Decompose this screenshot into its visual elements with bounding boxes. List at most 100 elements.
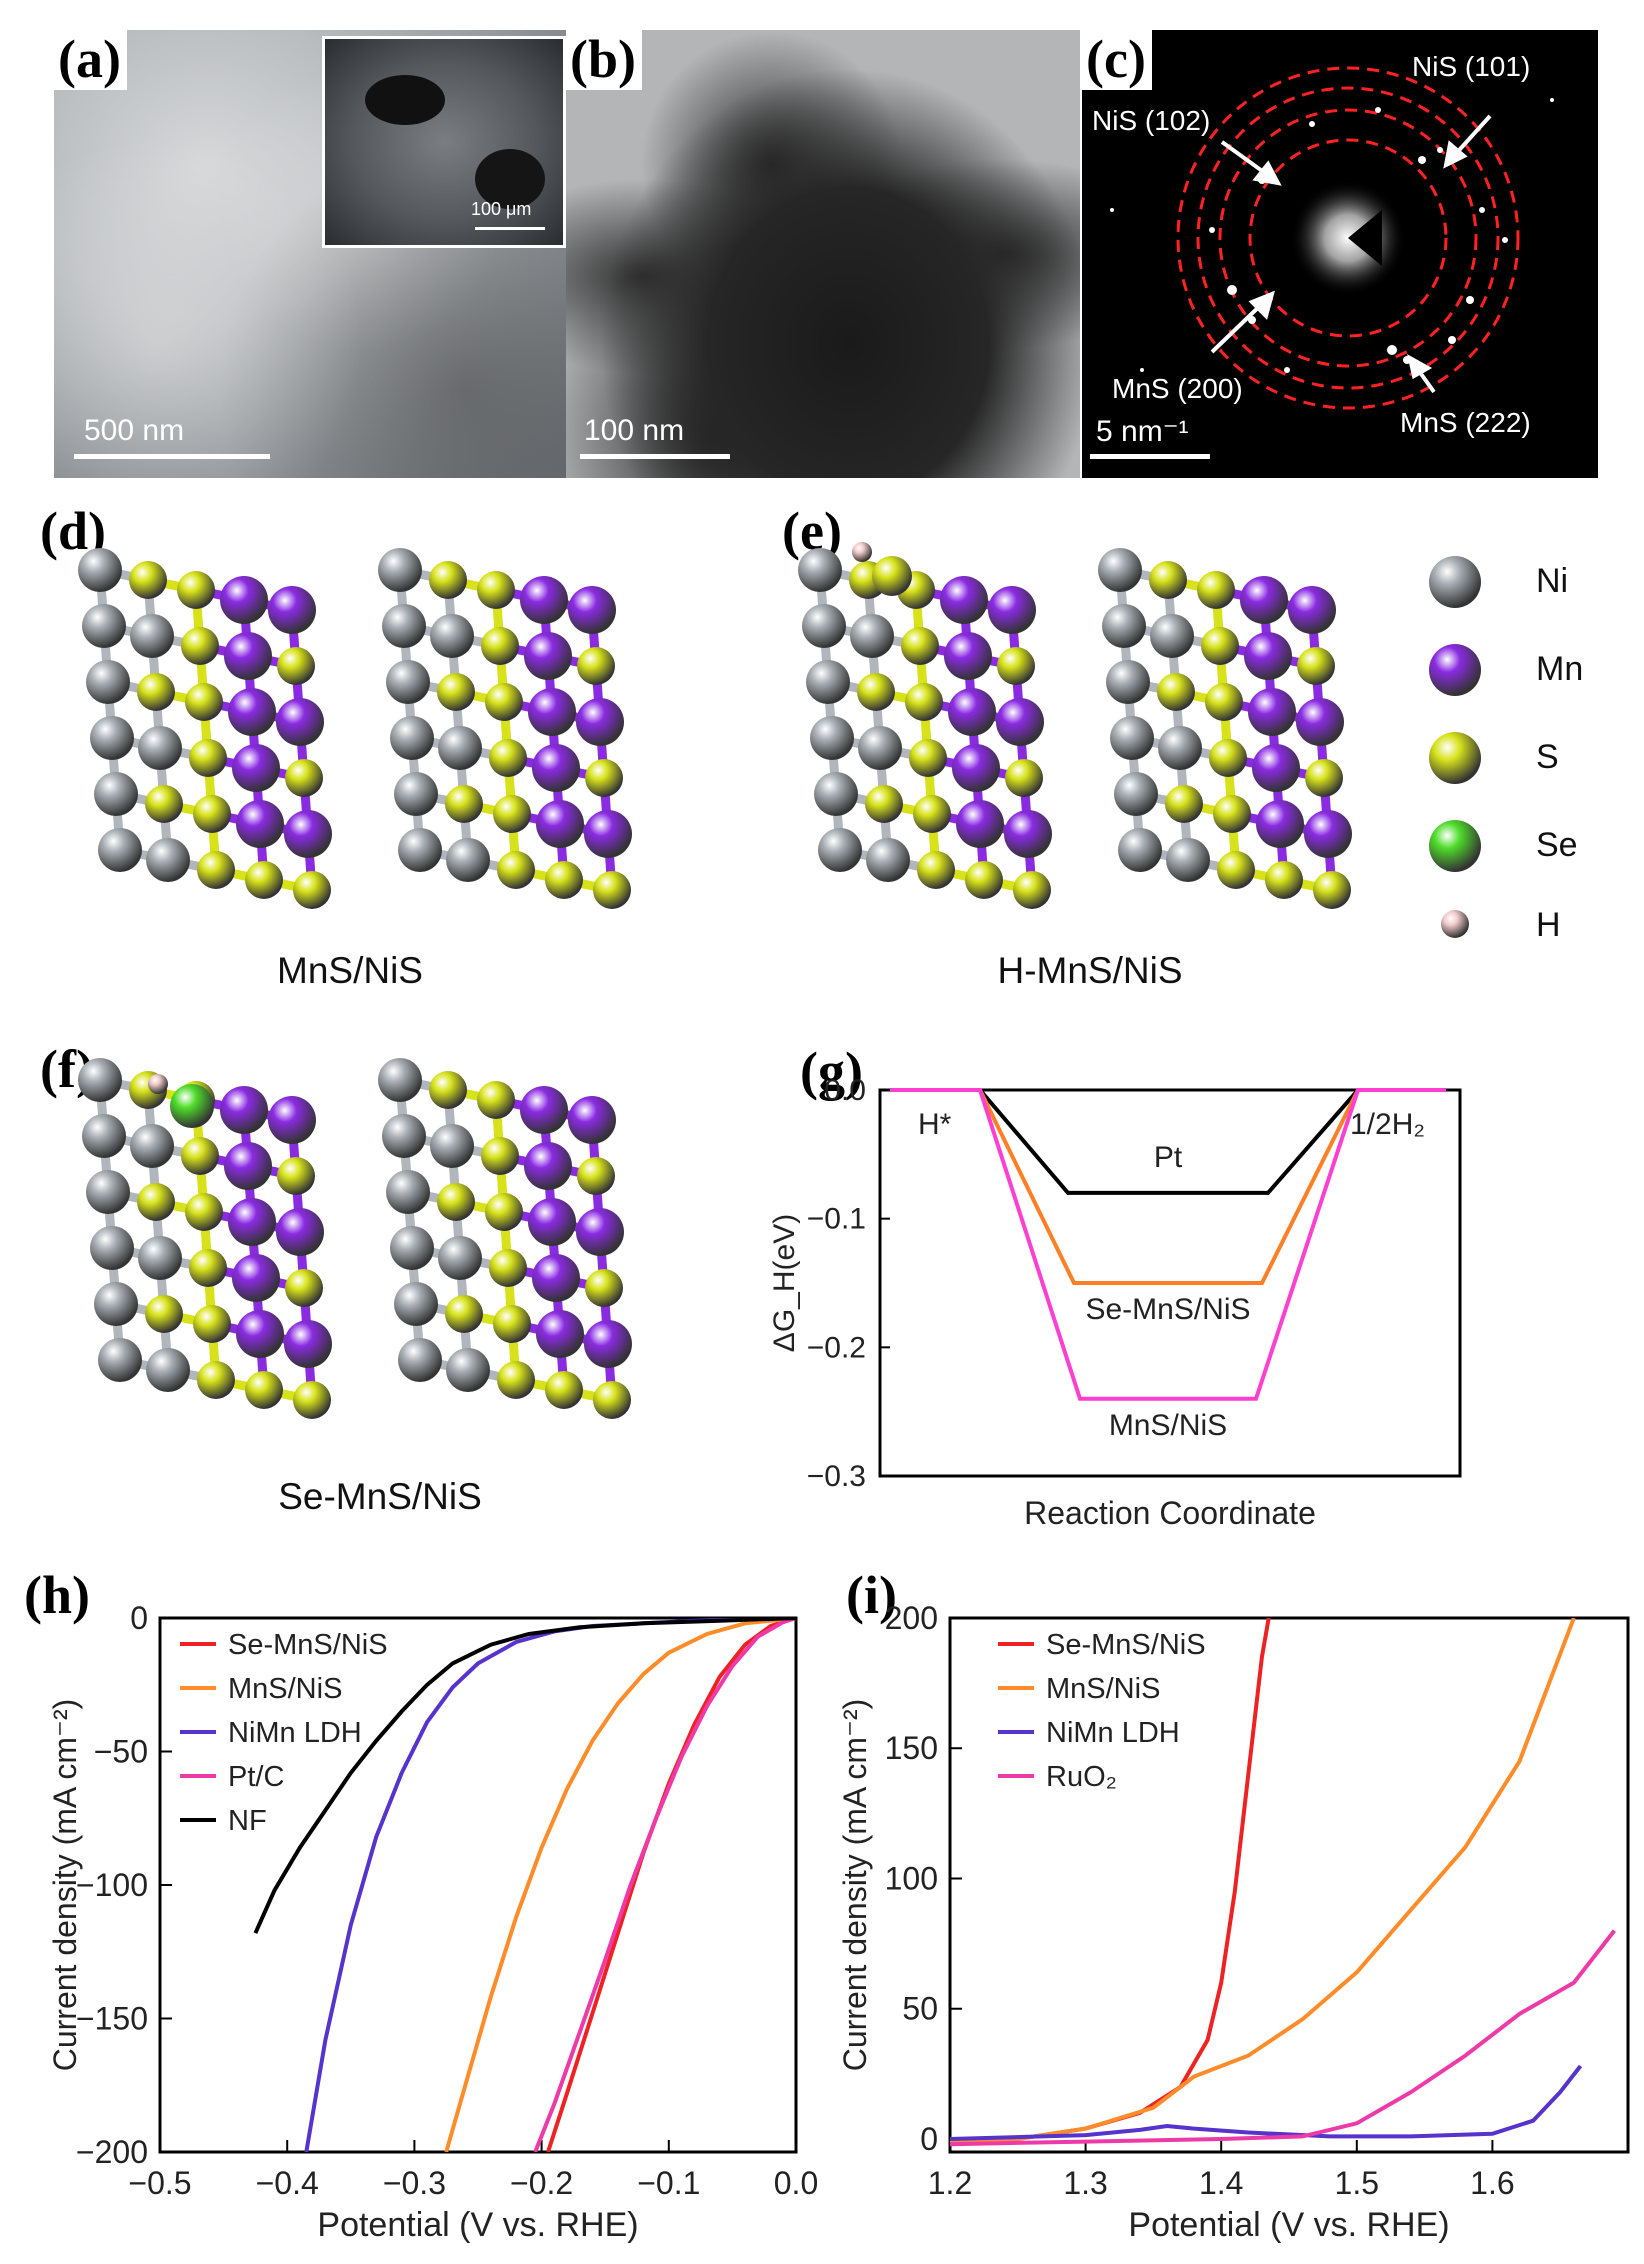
atom-sphere (181, 1137, 219, 1175)
x-tick-label: 1.3 (1063, 2165, 1107, 2201)
atom-sphere (576, 698, 624, 746)
crystal-structure-se-mns-nis (78, 1058, 632, 1419)
series-line-nimn-ldh (304, 1618, 796, 2152)
atom-sphere (532, 744, 580, 792)
y-tick-label: −200 (76, 2134, 148, 2170)
atom-sphere (94, 1282, 138, 1326)
atom-sphere (224, 632, 272, 680)
legend-label: Se-MnS/NiS (228, 1629, 388, 1661)
atom-sphere (228, 1198, 276, 1246)
scale-label: 500 nm (84, 414, 185, 447)
atom-sphere (220, 1086, 268, 1134)
atom-sphere (997, 647, 1035, 685)
atom-sphere (584, 810, 632, 858)
atom-sphere (232, 744, 280, 792)
atom-sphere (520, 576, 568, 624)
state-label-end: 1/2H₂ (1350, 1108, 1425, 1141)
y-tick-label: 0.0 (824, 1074, 866, 1107)
atom-sphere (236, 1310, 284, 1358)
atom-sphere (865, 785, 903, 823)
atom-sphere (1288, 586, 1336, 634)
saed-pattern: NiS (102) NiS (101) MnS (200) MnS (222) (1092, 51, 1554, 438)
atom-sphere (437, 673, 475, 711)
atom-sphere (1205, 683, 1243, 721)
atom-sphere (545, 1371, 583, 1409)
adsorbate-s-atom (872, 556, 912, 596)
atom-sphere (82, 604, 126, 648)
atom-sphere (82, 1114, 126, 1158)
atom-sphere (1297, 647, 1335, 685)
inset-dark-pore (365, 75, 445, 125)
y-tick-label: 100 (885, 1860, 938, 1896)
atom-sphere (996, 698, 1044, 746)
atom-sphere (1240, 576, 1288, 624)
scale-bar (74, 454, 270, 459)
y-tick-label: −100 (76, 1867, 148, 1903)
atom-sphere (185, 683, 223, 721)
atom-sphere (489, 1249, 527, 1287)
atom-sphere (536, 800, 584, 848)
atom-sphere (1157, 673, 1195, 711)
panel-label-e: (e) (782, 501, 842, 561)
annotation-mns-200: MnS (200) (1112, 373, 1243, 404)
atom-sphere (1209, 739, 1247, 777)
atom-sphere (850, 614, 894, 658)
atom-sphere (1244, 632, 1292, 680)
atom-sphere (1248, 688, 1296, 736)
atom-sphere (138, 1236, 182, 1280)
atom-legend-mn-sphere (1429, 644, 1481, 696)
atom-sphere (1013, 871, 1051, 909)
atom-sphere (90, 716, 134, 760)
atom-legend-swatches (1429, 556, 1481, 938)
atom-sphere (181, 627, 219, 665)
atom-sphere (430, 614, 474, 658)
atom-sphere (197, 851, 235, 889)
scale-label: 100 nm (584, 414, 685, 447)
atom-sphere (528, 1198, 576, 1246)
se-dopant-atom (170, 1084, 214, 1128)
x-axis-label: Potential (V vs. RHE) (317, 2206, 638, 2244)
atom-sphere (901, 627, 939, 665)
legend-label: RuO₂ (1046, 1761, 1117, 1793)
atom-sphere (584, 1320, 632, 1368)
structure-caption-f: Se-MnS/NiS (278, 1476, 482, 1517)
y-axis-label: Current density (mA cm⁻²) (837, 1699, 873, 2072)
atom-sphere (130, 1124, 174, 1168)
x-tick-label: −0.3 (383, 2165, 446, 2201)
atom-sphere (78, 1058, 122, 1102)
legend-label: MnS/NiS (1046, 1673, 1160, 1705)
atom-sphere (277, 1157, 315, 1195)
atom-sphere (1304, 810, 1352, 858)
inset-dark-pore (475, 149, 545, 209)
atom-sphere (477, 571, 515, 609)
legend-label: NF (228, 1805, 267, 1837)
atom-sphere (1110, 716, 1154, 760)
series-label: MnS/NiS (1109, 1409, 1227, 1442)
crystal-structure-mns-nis (78, 548, 632, 909)
y-axis-label: ΔG_H(eV) (768, 1214, 801, 1352)
plot-frame (878, 1088, 1462, 1478)
sem-inset: 100 μm (322, 36, 566, 248)
series-line-mns-nis (950, 1618, 1576, 2144)
atom-sphere (528, 688, 576, 736)
atom-sphere (909, 739, 947, 777)
x-tick-label: 0.0 (774, 2165, 818, 2201)
atom-sphere (585, 1269, 623, 1307)
atom-sphere (390, 716, 434, 760)
atom-sphere (593, 871, 631, 909)
atom-sphere (988, 586, 1036, 634)
series-label: Se-MnS/NiS (1085, 1293, 1250, 1326)
scale-label: 5 nm⁻¹ (1096, 415, 1189, 448)
atom-sphere (276, 698, 324, 746)
atom-sphere (228, 688, 276, 736)
atom-sphere (952, 744, 1000, 792)
series-line-mns-nis (444, 1618, 796, 2152)
atom-sphere (382, 1114, 426, 1158)
atom-sphere (277, 647, 315, 685)
series-line-nf (253, 1618, 796, 1934)
atom-sphere (1106, 660, 1150, 704)
atom-sphere (948, 688, 996, 736)
atom-sphere (802, 604, 846, 648)
atom-sphere (520, 1086, 568, 1134)
atom-sphere (1201, 627, 1239, 665)
